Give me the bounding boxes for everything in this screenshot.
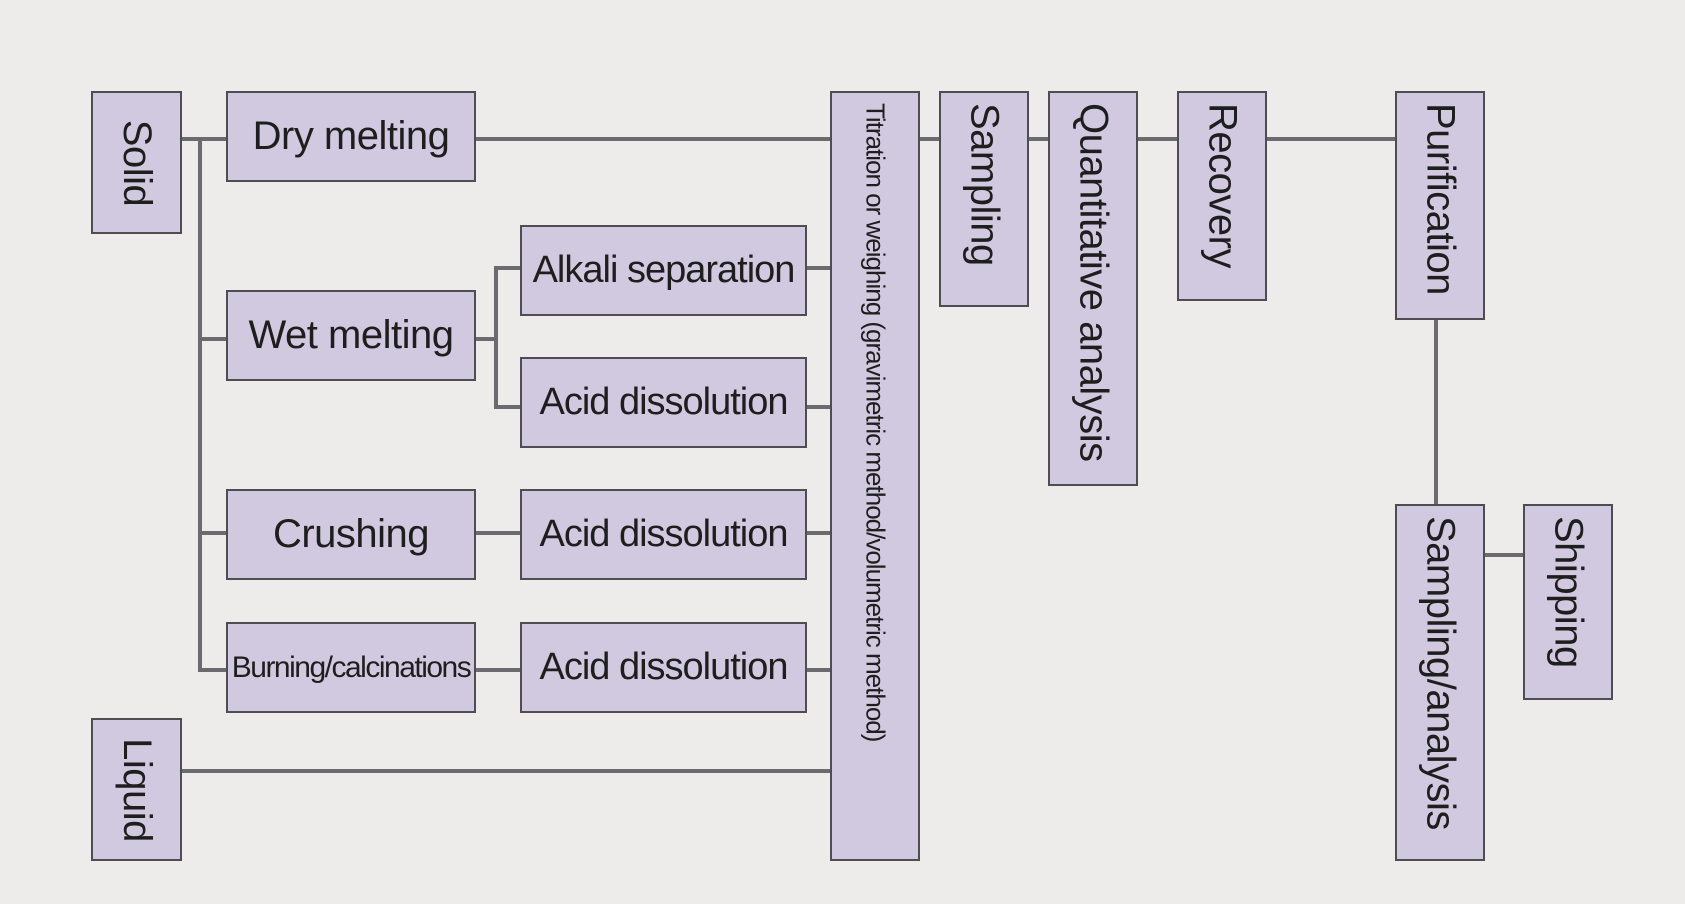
node-wet-melting-label: Wet melting	[248, 313, 454, 357]
node-acid-dissolution-1-label: Acid dissolution	[539, 381, 788, 423]
node-purification: Purification	[1395, 91, 1485, 320]
node-titration-weighing-label: Titration or weighing (gravimetric metho…	[860, 103, 891, 742]
connector-acid-3-titration	[807, 668, 830, 672]
connector-trunk-burning	[198, 668, 226, 672]
connector-acid-1-titration	[807, 405, 830, 409]
node-liquid: Liquid	[91, 718, 182, 861]
node-acid-dissolution-3: Acid dissolution	[520, 622, 807, 713]
connector-acid-2-titration	[807, 531, 830, 535]
node-recovery-label: Recovery	[1200, 103, 1245, 268]
connector-dry-titration	[476, 137, 830, 141]
node-sampling-analysis-label: Sampling/analysis	[1418, 516, 1463, 830]
node-purification-label: Purification	[1418, 103, 1463, 295]
connector-wet-fork	[476, 337, 496, 341]
connector-purification-sampling-analysis	[1434, 319, 1438, 504]
node-shipping: Shipping	[1523, 504, 1613, 700]
connector-solid-trunk	[198, 137, 202, 672]
node-titration-weighing: Titration or weighing (gravimetric metho…	[830, 91, 920, 861]
node-quantitative-analysis: Quantitative analysis	[1048, 91, 1138, 486]
connector-quantitative-recovery	[1136, 137, 1177, 141]
connector-recovery-purification	[1265, 137, 1395, 141]
node-acid-dissolution-2-label: Acid dissolution	[539, 513, 788, 555]
connector-fork-alkali	[494, 266, 520, 270]
connector-trunk-wet	[198, 337, 226, 341]
node-wet-melting: Wet melting	[226, 290, 476, 381]
node-acid-dissolution-3-label: Acid dissolution	[539, 646, 788, 688]
node-recovery: Recovery	[1177, 91, 1267, 301]
connector-sampling-analysis-shipping	[1483, 553, 1523, 557]
node-acid-dissolution-2: Acid dissolution	[520, 489, 807, 580]
node-alkali-separation: Alkali separation	[520, 225, 807, 316]
connector-alkali-titration	[807, 266, 830, 270]
node-crushing: Crushing	[226, 489, 476, 580]
connector-titration-sampling	[918, 137, 939, 141]
node-shipping-label: Shipping	[1546, 516, 1591, 668]
node-sampling-analysis: Sampling/analysis	[1395, 504, 1485, 861]
connector-crushing-acid-2	[476, 531, 520, 535]
connector-trunk-dry	[198, 137, 226, 141]
node-sampling-label: Sampling	[962, 103, 1007, 266]
node-liquid-label: Liquid	[115, 737, 159, 842]
node-quantitative-analysis-label: Quantitative analysis	[1071, 103, 1116, 462]
node-burning-calcinations-label: Burning/calcinations	[231, 650, 472, 684]
node-solid: Solid	[91, 91, 182, 234]
connector-solid-stub	[182, 137, 202, 141]
connector-burning-acid-3	[476, 668, 520, 672]
node-crushing-label: Crushing	[272, 512, 430, 556]
node-burning-calcinations: Burning/calcinations	[226, 622, 476, 713]
connector-liquid-titration	[182, 769, 830, 773]
connector-fork-acid-1	[494, 405, 520, 409]
connector-trunk-crushing	[198, 531, 226, 535]
node-dry-melting: Dry melting	[226, 91, 476, 182]
connector-sampling-quantitative	[1027, 137, 1048, 141]
node-sampling: Sampling	[939, 91, 1029, 307]
node-alkali-separation-label: Alkali separation	[532, 249, 796, 291]
node-solid-label: Solid	[115, 119, 159, 206]
connector-wet-fork-vertical	[494, 266, 498, 409]
node-dry-melting-label: Dry melting	[252, 114, 450, 158]
node-acid-dissolution-1: Acid dissolution	[520, 357, 807, 448]
